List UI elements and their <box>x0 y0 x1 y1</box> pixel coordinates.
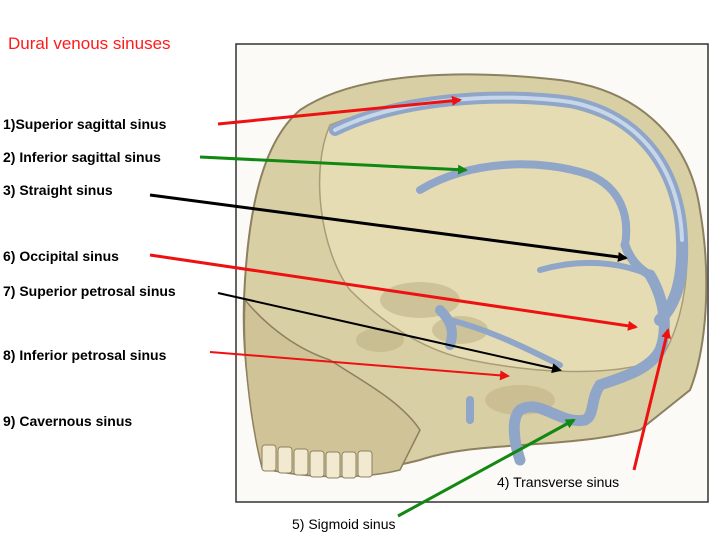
label-inferior-sagittal-sinus: 2) Inferior sagittal sinus <box>3 149 161 165</box>
label-cavernous-sinus: 9) Cavernous sinus <box>3 413 133 429</box>
arrow-inferior-petrosal <box>209 351 510 381</box>
arrow-sigmoid <box>397 418 576 518</box>
pointer-arrows <box>149 95 671 518</box>
label-sigmoid-sinus: 5) Sigmoid sinus <box>292 516 396 532</box>
label-inferior-petrosal-sinus: 8) Inferior petrosal sinus <box>3 347 167 363</box>
arrow-straight <box>149 193 628 262</box>
label-occipital-sinus: 6) Occipital sinus <box>3 248 119 264</box>
arrow-inferior-sagittal <box>199 155 468 175</box>
label-superior-petrosal-sinus: 7) Superior petrosal sinus <box>3 283 176 299</box>
arrow-superior-petrosal <box>217 292 562 374</box>
arrow-transverse <box>632 328 671 471</box>
label-superior-sagittal-sinus: 1)Superior sagittal sinus <box>3 116 167 132</box>
arrow-superior-sagittal <box>217 95 462 126</box>
label-transverse-sinus: 4) Transverse sinus <box>497 474 620 490</box>
arrow-occipital <box>149 253 638 331</box>
label-straight-sinus: 3) Straight sinus <box>3 182 113 198</box>
diagram-title: Dural venous sinuses <box>8 34 171 53</box>
